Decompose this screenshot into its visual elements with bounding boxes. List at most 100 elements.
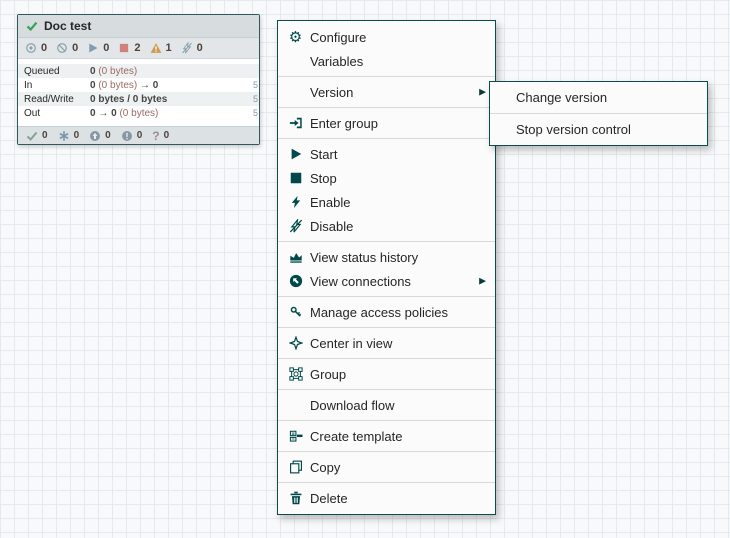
version-stat: 0 xyxy=(121,130,143,142)
version-stat-count: 0 xyxy=(136,130,143,141)
start-icon xyxy=(287,147,304,161)
stat-row-value: 0 bytes / 0 bytes xyxy=(90,93,168,105)
activity-stat: 0 xyxy=(181,42,203,54)
stale-up-arrow-icon xyxy=(89,130,101,142)
stat-row-in: In 0 (0 bytes) → 0 5 xyxy=(18,78,259,92)
menu-item-variables[interactable]: Variables xyxy=(278,49,495,73)
menu-item-view-connections[interactable]: View connections ▶ xyxy=(278,269,495,293)
activity-stat: 0 xyxy=(25,42,47,54)
locally-modified-asterisk-icon xyxy=(58,130,70,142)
activity-stat-count: 0 xyxy=(72,42,79,54)
menu-separator xyxy=(278,76,495,77)
running-icon xyxy=(87,42,99,54)
menu-item-label: Delete xyxy=(310,490,348,506)
menu-separator xyxy=(278,482,495,483)
up-to-date-check-icon xyxy=(26,130,38,142)
submenu-arrow-icon: ▶ xyxy=(479,86,486,97)
crosshair-icon xyxy=(287,336,304,350)
menu-item-group[interactable]: Group xyxy=(278,362,495,386)
enable-bolt-icon xyxy=(287,195,304,209)
version-stat-count: 0 xyxy=(42,130,48,141)
version-stat: ?0 xyxy=(152,130,169,142)
check-icon xyxy=(26,20,38,32)
status-history-chart-icon xyxy=(287,250,304,264)
menu-item-label: Enter group xyxy=(310,115,378,131)
object-group-icon xyxy=(287,367,304,381)
menu-separator xyxy=(278,358,495,359)
menu-item-view-status-history[interactable]: View status history xyxy=(278,245,495,269)
stat-row-label: Read/Write xyxy=(24,93,74,105)
submenu-item-stop-version-control[interactable]: Stop version control xyxy=(490,113,707,145)
menu-item-copy[interactable]: Copy xyxy=(278,455,495,479)
menu-item-disable[interactable]: Disable xyxy=(278,214,495,238)
stopped-icon xyxy=(118,42,130,54)
menu-item-label: Manage access policies xyxy=(310,304,449,320)
menu-item-version[interactable]: Version ▶ xyxy=(278,80,495,104)
activity-stat-count: 2 xyxy=(134,42,141,54)
activity-stat: 1 xyxy=(150,42,172,54)
copy-icon xyxy=(287,460,304,474)
menu-separator xyxy=(278,107,495,108)
menu-separator xyxy=(278,451,495,452)
menu-separator xyxy=(278,389,495,390)
stat-row-window: 5 xyxy=(252,108,258,118)
menu-item-label: View connections xyxy=(310,273,411,289)
menu-item-stop[interactable]: Stop xyxy=(278,166,495,190)
disabled-icon xyxy=(181,42,193,54)
menu-separator xyxy=(278,296,495,297)
menu-separator xyxy=(278,327,495,328)
stat-row-window: 5 xyxy=(252,80,258,90)
stat-row-value: 0 → 0 (0 bytes) xyxy=(90,107,159,119)
transmitting-icon xyxy=(25,42,37,54)
menu-item-label: Enable xyxy=(310,194,351,210)
menu-item-label: View status history xyxy=(310,249,419,265)
stat-row-out: Out 0 → 0 (0 bytes) 5 xyxy=(18,106,259,120)
stat-row-label: Out xyxy=(24,107,41,119)
menu-item-configure[interactable]: ⚙Configure xyxy=(278,25,495,49)
version-stat: 0 xyxy=(26,130,48,142)
menu-item-enable[interactable]: Enable xyxy=(278,190,495,214)
menu-item-label: Copy xyxy=(310,459,341,475)
menu-item-delete[interactable]: Delete xyxy=(278,486,495,510)
view-connections-icon xyxy=(287,274,304,288)
submenu-item-label: Stop version control xyxy=(516,122,631,137)
menu-item-manage-access-policies[interactable]: Manage access policies xyxy=(278,300,495,324)
menu-item-label: Stop xyxy=(310,170,337,186)
menu-item-center-in-view[interactable]: Center in view xyxy=(278,331,495,355)
version-stat-count: 0 xyxy=(105,130,111,141)
modified-stale-exclamation-icon xyxy=(121,130,133,142)
stat-row-value: 0 (0 bytes) → 0 xyxy=(90,79,159,91)
menu-item-label: Center in view xyxy=(310,335,393,351)
activity-stat-count: 0 xyxy=(41,42,48,54)
menu-item-label: Version xyxy=(310,84,354,100)
submenu-item-change-version[interactable]: Change version xyxy=(490,82,707,113)
template-icon xyxy=(287,429,304,443)
activity-stat-count: 0 xyxy=(196,42,203,54)
menu-separator xyxy=(278,420,495,421)
menu-item-label: Start xyxy=(310,146,338,162)
process-group-header[interactable]: Doc test xyxy=(18,15,259,38)
menu-item-label: Download flow xyxy=(310,397,395,413)
menu-item-label: Group xyxy=(310,366,347,382)
menu-item-enter-group[interactable]: Enter group xyxy=(278,111,495,135)
menu-item-start[interactable]: Start xyxy=(278,142,495,166)
gear-icon: ⚙ xyxy=(288,28,303,46)
process-group-name: Doc test xyxy=(44,19,92,33)
menu-item-create-template[interactable]: Create template xyxy=(278,424,495,448)
version-stat-count: 0 xyxy=(163,130,170,141)
menu-separator xyxy=(278,138,495,139)
version-stat: 0 xyxy=(58,130,79,142)
menu-item-label: Variables xyxy=(310,53,364,69)
disable-bolt-icon xyxy=(287,219,304,233)
stat-row-label: In xyxy=(24,79,33,91)
submenu-arrow-icon: ▶ xyxy=(479,275,486,286)
stop-icon xyxy=(287,171,304,185)
menu-item-download-flow[interactable]: Download flow xyxy=(278,393,495,417)
menu-separator xyxy=(278,241,495,242)
